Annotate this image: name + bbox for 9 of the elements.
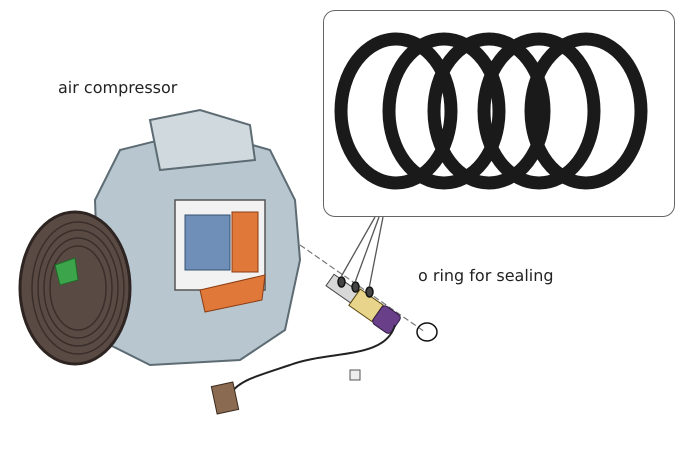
leader-line xyxy=(354,216,380,282)
part-label: o ring for sealing xyxy=(418,266,554,285)
inset-panel xyxy=(323,10,675,217)
part-label: air compressor xyxy=(58,78,178,97)
o-ring xyxy=(337,276,346,288)
o-ring xyxy=(365,286,374,298)
leader-line xyxy=(368,216,384,286)
o-ring xyxy=(351,281,360,293)
leader-line xyxy=(340,216,376,276)
